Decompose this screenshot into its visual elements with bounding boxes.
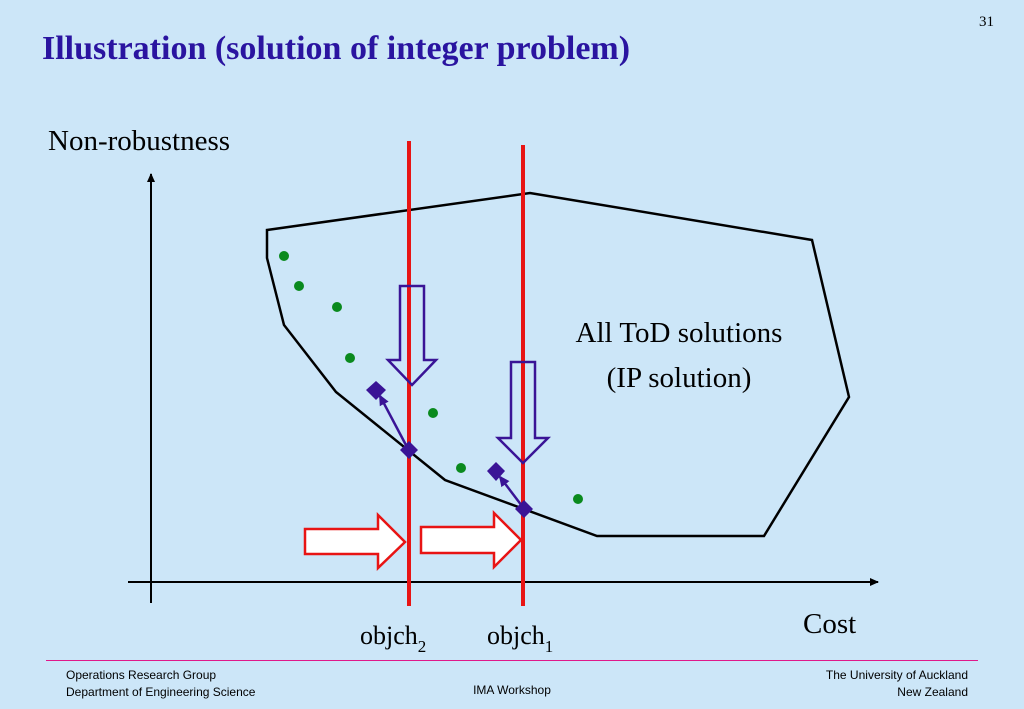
footer-divider	[46, 660, 978, 661]
solution-dot	[345, 353, 355, 363]
region-label-line2: (IP solution)	[607, 362, 752, 394]
shift-arrow	[419, 509, 523, 571]
solution-dot	[279, 251, 289, 261]
y-axis-label: Non-robustness	[48, 125, 230, 157]
footer-center: IMA Workshop	[473, 683, 551, 697]
footer-right-line1: The University of Auckland	[825, 668, 968, 682]
region-label-line1: All ToD solutions	[576, 317, 783, 349]
objch2-label: objch2	[360, 621, 426, 656]
solution-dot	[573, 494, 583, 504]
objch2-label-sub: 2	[418, 637, 427, 656]
footer-right-line2: New Zealand	[897, 685, 968, 699]
solution-dot	[428, 408, 438, 418]
solution-dot	[332, 302, 342, 312]
footer-left-line2: Department of Engineering Science	[66, 685, 256, 699]
shift-arrow	[303, 511, 407, 571]
solution-dot	[456, 463, 466, 473]
objch1-label-sub: 1	[545, 637, 554, 656]
x-axis-label: Cost	[803, 608, 856, 640]
footer-left-line1: Operations Research Group	[66, 668, 217, 682]
down-arrow-objch1	[494, 360, 552, 465]
objch2-label-base: objch	[360, 621, 418, 650]
solution-diamond	[487, 462, 505, 481]
objch1-label: objch1	[487, 621, 553, 656]
down-arrow-objch2	[385, 284, 439, 387]
footer-right: The University of Auckland New Zealand	[826, 667, 968, 701]
move-arrow	[498, 475, 523, 507]
solution-region	[265, 191, 851, 538]
slide-number: 31	[979, 14, 994, 30]
move-arrow	[378, 394, 409, 448]
solution-diamond	[515, 500, 533, 518]
objch1-label-base: objch	[487, 621, 545, 650]
footer-left: Operations Research Group Department of …	[66, 667, 255, 701]
solution-diamond	[400, 441, 418, 459]
solution-dot	[294, 281, 304, 291]
solution-diamond	[366, 381, 386, 400]
slide-title: Illustration (solution of integer proble…	[42, 30, 631, 67]
